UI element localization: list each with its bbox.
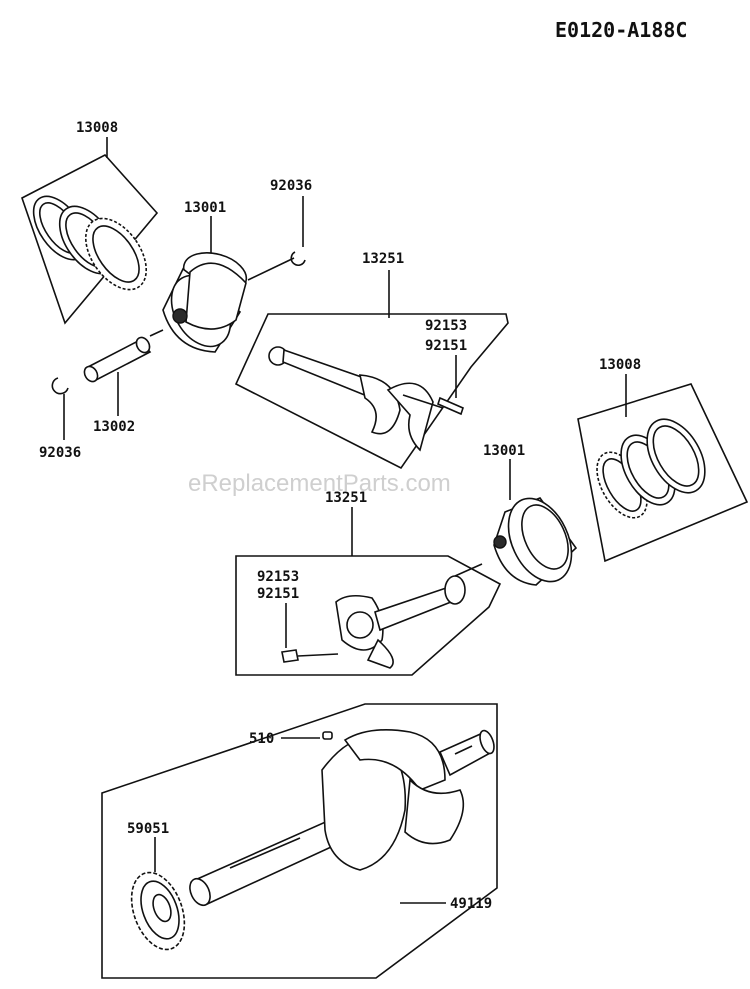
callout-13008-right: 13008 — [599, 357, 641, 373]
crankshaft-gear[interactable] — [122, 865, 194, 957]
callout-92151-top: 92151 — [425, 338, 467, 354]
diagram-code: E0120-A188C — [555, 18, 687, 42]
callout-92153-mid: 92153 — [257, 569, 299, 585]
piston-rings-top[interactable] — [21, 154, 159, 325]
callout-92036-left: 92036 — [39, 445, 81, 461]
circlip-left[interactable] — [51, 377, 69, 395]
callout-510: 510 — [249, 731, 274, 747]
connecting-rod-mid[interactable] — [281, 575, 466, 669]
crankshaft[interactable] — [186, 728, 497, 909]
piston-rings-right[interactable] — [587, 409, 717, 526]
callout-13001-top: 13001 — [184, 200, 226, 216]
connecting-rod-top[interactable] — [268, 346, 464, 452]
callout-13001-mid: 13001 — [483, 443, 525, 459]
piston-pin[interactable] — [82, 335, 152, 384]
callout-92151-mid: 92151 — [257, 586, 299, 602]
callout-92153-top: 92153 — [425, 318, 467, 334]
callout-13002: 13002 — [93, 419, 135, 435]
callout-92036-top: 92036 — [270, 178, 312, 194]
callout-13251-top: 13251 — [362, 251, 404, 267]
piston-top[interactable] — [159, 246, 250, 357]
callout-49119: 49119 — [450, 896, 492, 912]
circlip-top[interactable] — [290, 251, 306, 266]
callout-59051: 59051 — [127, 821, 169, 837]
callout-13251-mid: 13251 — [325, 490, 367, 506]
piston-mid[interactable] — [493, 488, 584, 591]
watermark: eReplacementParts.com — [188, 470, 451, 497]
callout-13008-top: 13008 — [76, 120, 118, 136]
woodruff-key[interactable] — [322, 731, 333, 740]
